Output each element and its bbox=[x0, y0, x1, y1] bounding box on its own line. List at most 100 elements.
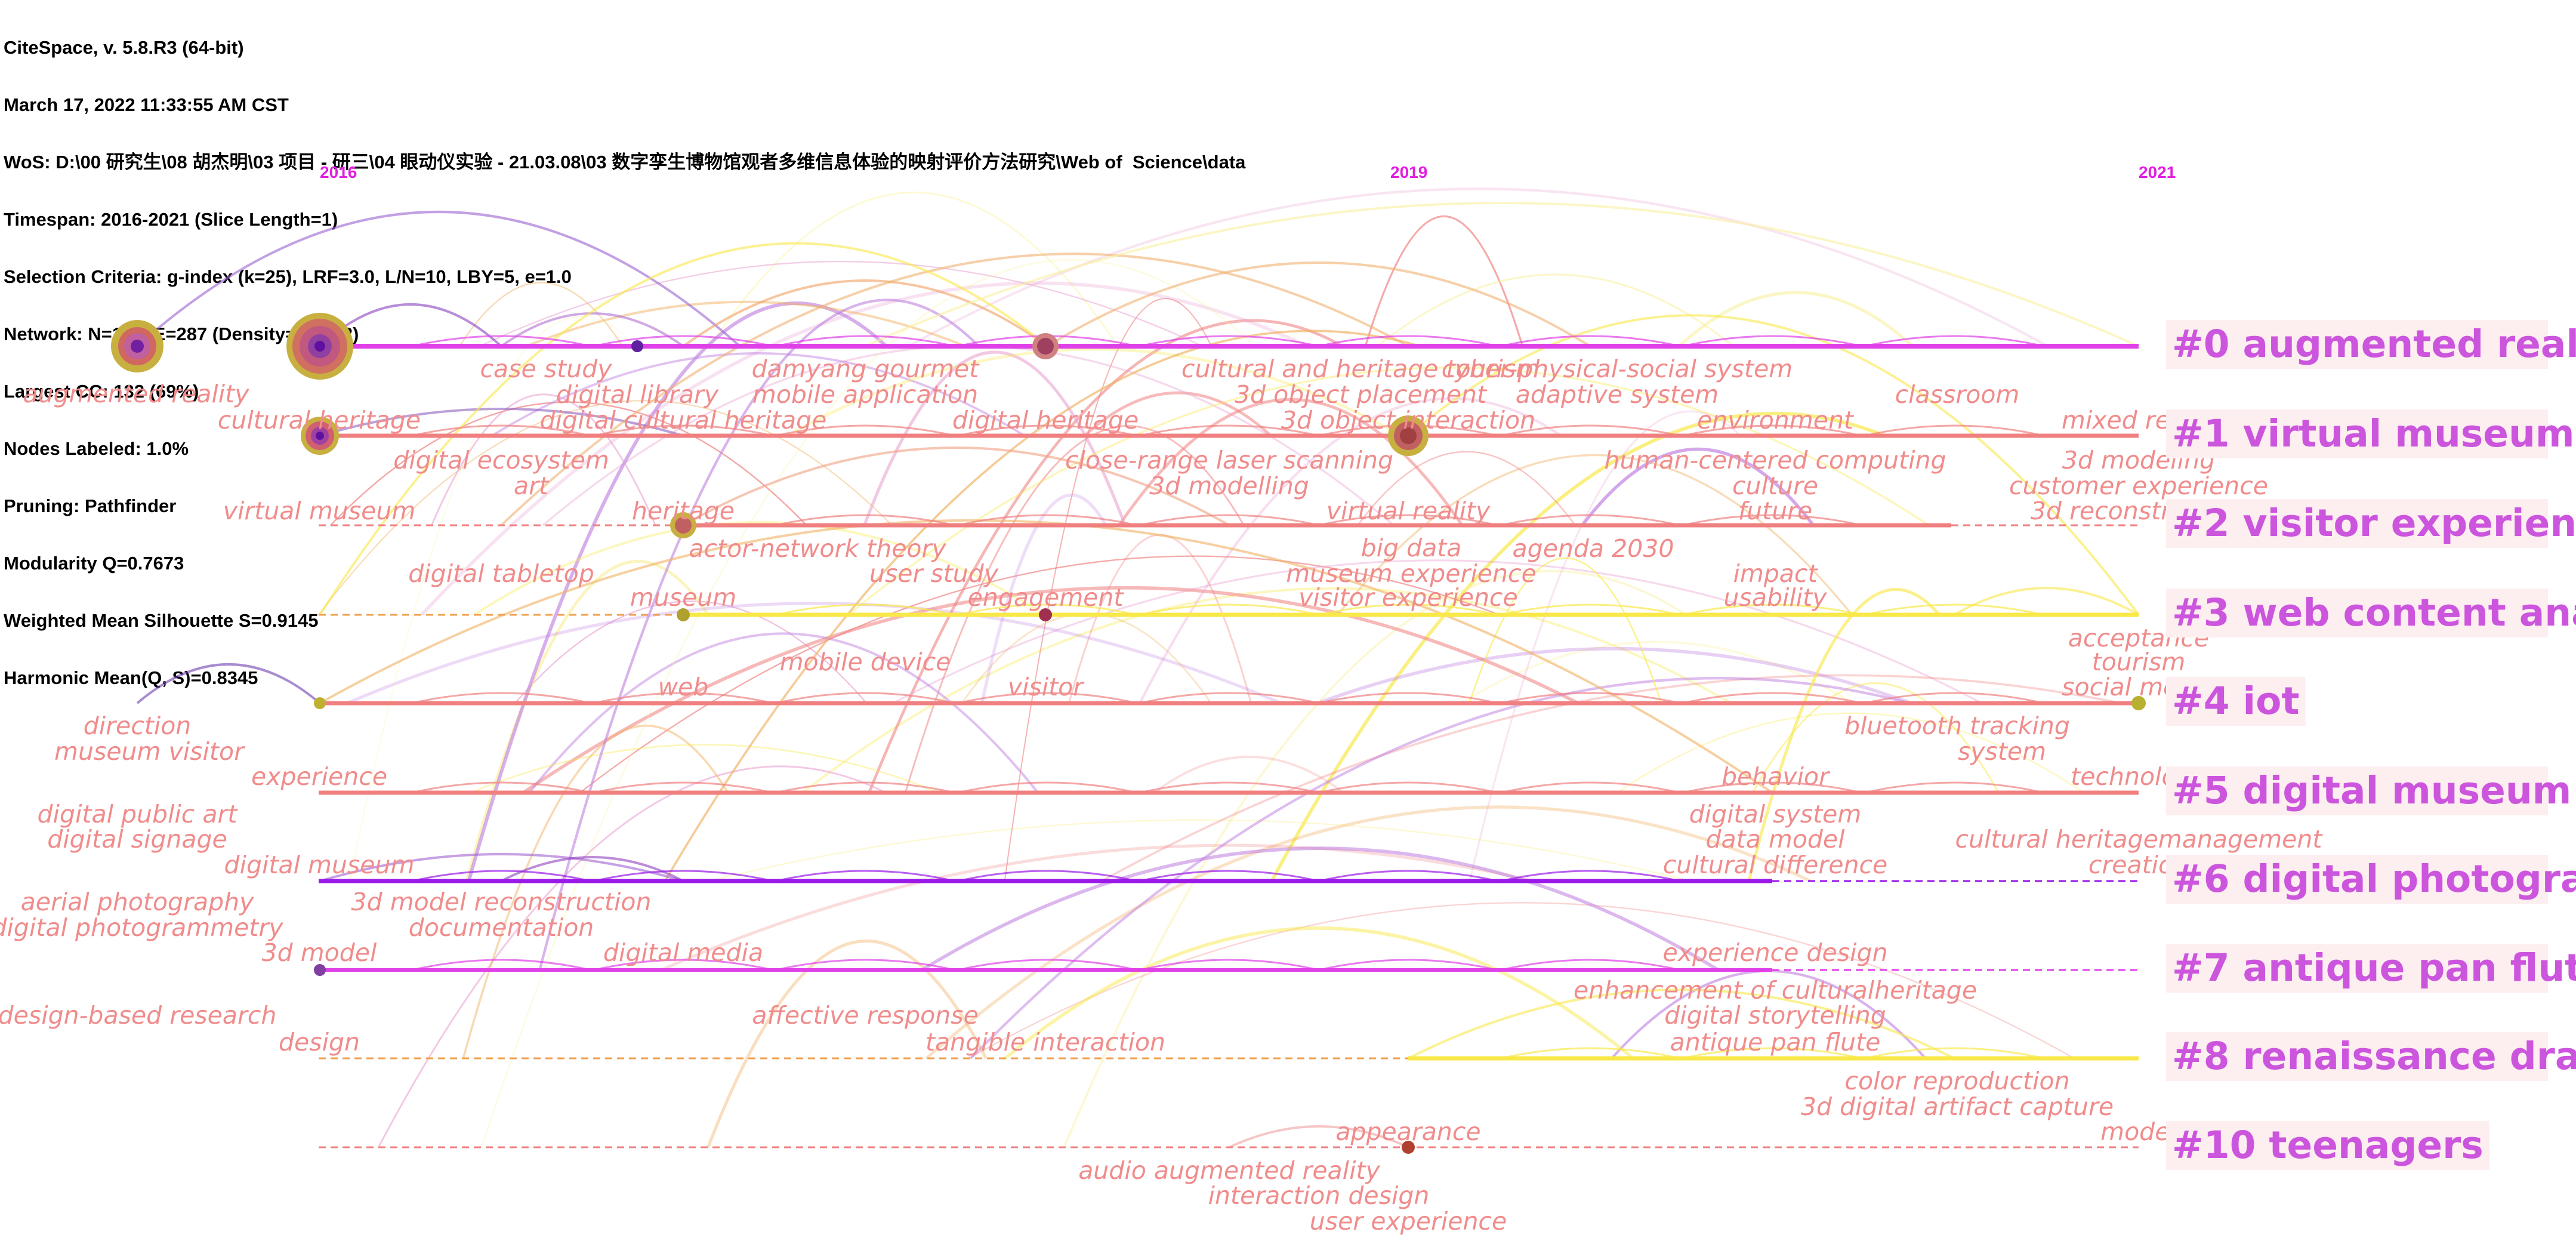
cluster-label-bg bbox=[2166, 1032, 2548, 1081]
cluster-label-bg bbox=[2166, 677, 2306, 726]
citation-arc bbox=[1357, 451, 1576, 526]
timeline-slice-arc bbox=[593, 781, 773, 794]
citation-arc bbox=[892, 559, 1982, 704]
citation-arc bbox=[377, 765, 887, 1148]
citation-arc bbox=[462, 724, 729, 1059]
keyword-node[interactable] bbox=[1400, 427, 1417, 444]
timeline-slice-arc bbox=[1682, 335, 1862, 347]
citation-arc bbox=[921, 846, 1720, 972]
citation-arc bbox=[925, 805, 1812, 1060]
keyword-label: usability bbox=[1723, 583, 1827, 612]
citation-arc bbox=[1118, 398, 1464, 526]
citation-arc bbox=[522, 586, 1579, 794]
timeline-slice-arc bbox=[1500, 424, 1680, 437]
keyword-node[interactable] bbox=[1402, 1141, 1415, 1154]
citation-arc bbox=[970, 677, 1910, 1060]
timeline-slice-arc bbox=[593, 424, 773, 437]
keyword-node[interactable] bbox=[314, 697, 326, 709]
timeline-slice-arc bbox=[775, 959, 955, 971]
keyword-label: interaction design bbox=[1208, 1181, 1430, 1210]
citation-arc bbox=[786, 347, 1402, 438]
keyword-node[interactable] bbox=[1039, 608, 1052, 621]
timeline-slice-arc bbox=[411, 870, 591, 882]
info-line: WoS: D:\00 研究生\08 胡杰明\03 项目 - 研三\04 眼动仪实… bbox=[4, 152, 1246, 173]
year-label: 2016 bbox=[320, 163, 357, 181]
timeline-slice-arc bbox=[775, 514, 955, 526]
cluster-label[interactable]: #3 web content anal... bbox=[2166, 589, 2576, 638]
cluster-label[interactable]: #0 augmented realit... bbox=[2166, 320, 2576, 369]
citation-arc bbox=[1408, 988, 1955, 1060]
timeline-slice-arc bbox=[1318, 870, 1498, 882]
keyword-label: mobile application bbox=[752, 380, 978, 409]
timeline-slice-arc bbox=[593, 870, 773, 882]
keyword-label: close-range laser scanning bbox=[1065, 446, 1393, 475]
citation-arc bbox=[480, 258, 1256, 1148]
keyword-node[interactable] bbox=[131, 340, 144, 353]
citation-arc bbox=[1377, 273, 1734, 347]
keyword-label: digital ecosystem bbox=[393, 446, 609, 475]
cluster-label[interactable]: #10 teenagers bbox=[2166, 1121, 2489, 1170]
citation-arc bbox=[908, 187, 2049, 347]
keyword-label: digital heritage bbox=[952, 406, 1139, 435]
keyword-label: cultural heritage bbox=[218, 406, 421, 435]
citation-arc bbox=[904, 425, 1245, 793]
citation-arc bbox=[1063, 569, 1687, 1148]
keyword-node[interactable] bbox=[677, 608, 690, 621]
cluster-label-text: #1 virtual museum bbox=[2172, 412, 2575, 455]
keyword-node[interactable] bbox=[631, 340, 643, 352]
cluster-label[interactable]: #5 digital museum bbox=[2166, 766, 2571, 815]
keyword-label: agenda 2030 bbox=[1513, 534, 1674, 563]
keyword-label: audio augmented reality bbox=[1078, 1156, 1380, 1185]
keyword-node[interactable] bbox=[2131, 696, 2146, 710]
citespace-info-panel: CiteSpace, v. 5.8.R3 (64-bit) March 17, … bbox=[4, 0, 1245, 707]
timeline-slice-arc bbox=[593, 692, 773, 704]
keyword-label: enhancement of culturalheritage bbox=[1574, 976, 1977, 1005]
keyword-node[interactable] bbox=[314, 964, 326, 976]
keyword-label: design-based research bbox=[0, 1001, 276, 1030]
cluster-label-text: #6 digital photogra... bbox=[2172, 857, 2576, 901]
citation-arc bbox=[459, 282, 624, 347]
cluster-label[interactable]: #6 digital photogra... bbox=[2166, 855, 2576, 904]
keyword-label: model bbox=[2100, 1117, 2177, 1146]
cluster-label[interactable]: #1 virtual museum bbox=[2166, 409, 2575, 458]
info-line: Weighted Mean Silhouette S=0.9145 bbox=[4, 610, 319, 631]
keyword-label: behavior bbox=[1722, 762, 1830, 791]
timeline-slice-arc bbox=[1682, 1047, 1862, 1060]
keyword-node[interactable] bbox=[316, 432, 324, 440]
cluster-label-text: #4 iot bbox=[2172, 679, 2300, 723]
keyword-nodes bbox=[111, 313, 2146, 1154]
cluster-label-text: #7 antique pan flut... bbox=[2172, 946, 2576, 990]
citation-arc bbox=[473, 521, 1045, 616]
citation-arc bbox=[863, 350, 1127, 526]
keyword-label: digital tabletop bbox=[408, 559, 594, 588]
cluster-label[interactable]: #4 iot bbox=[2166, 677, 2306, 726]
keyword-node[interactable] bbox=[675, 517, 692, 534]
cluster-label-bg bbox=[2166, 944, 2548, 993]
citation-arc bbox=[470, 744, 939, 794]
citation-arc bbox=[465, 559, 709, 882]
keyword-label: digital cultural heritage bbox=[540, 406, 827, 435]
timeline-slice-arc bbox=[957, 603, 1137, 616]
keyword-label: human-centered computing bbox=[1604, 446, 1946, 475]
citation-arc bbox=[801, 587, 1732, 794]
cluster-label[interactable]: #7 antique pan flut... bbox=[2166, 944, 2576, 993]
cluster-label[interactable]: #8 renaissance draw... bbox=[2166, 1032, 2576, 1081]
timeline-slice-arc bbox=[1682, 603, 1862, 616]
keyword-node[interactable] bbox=[1037, 338, 1054, 355]
keyword-node[interactable] bbox=[314, 341, 325, 352]
citation-arc bbox=[526, 300, 966, 347]
timeline-slice-arc bbox=[1500, 1047, 1680, 1060]
keyword-label: classroom bbox=[1895, 380, 2020, 409]
info-line: Pruning: Pathfinder bbox=[4, 495, 177, 516]
timeline-slice-arc bbox=[411, 692, 591, 704]
timeline-slice-arc bbox=[1500, 692, 1680, 704]
timeline-slice-arc bbox=[1500, 335, 1680, 347]
keyword-label: digital public art bbox=[38, 800, 239, 829]
citation-arc bbox=[707, 940, 988, 1148]
cluster-label-text: #5 digital museum bbox=[2172, 769, 2571, 812]
citation-arc bbox=[683, 446, 1230, 526]
timeline-slice-arc bbox=[1139, 959, 1319, 971]
citation-arc bbox=[1270, 411, 1886, 882]
cluster-label[interactable]: #2 visitor experien... bbox=[2166, 499, 2576, 548]
